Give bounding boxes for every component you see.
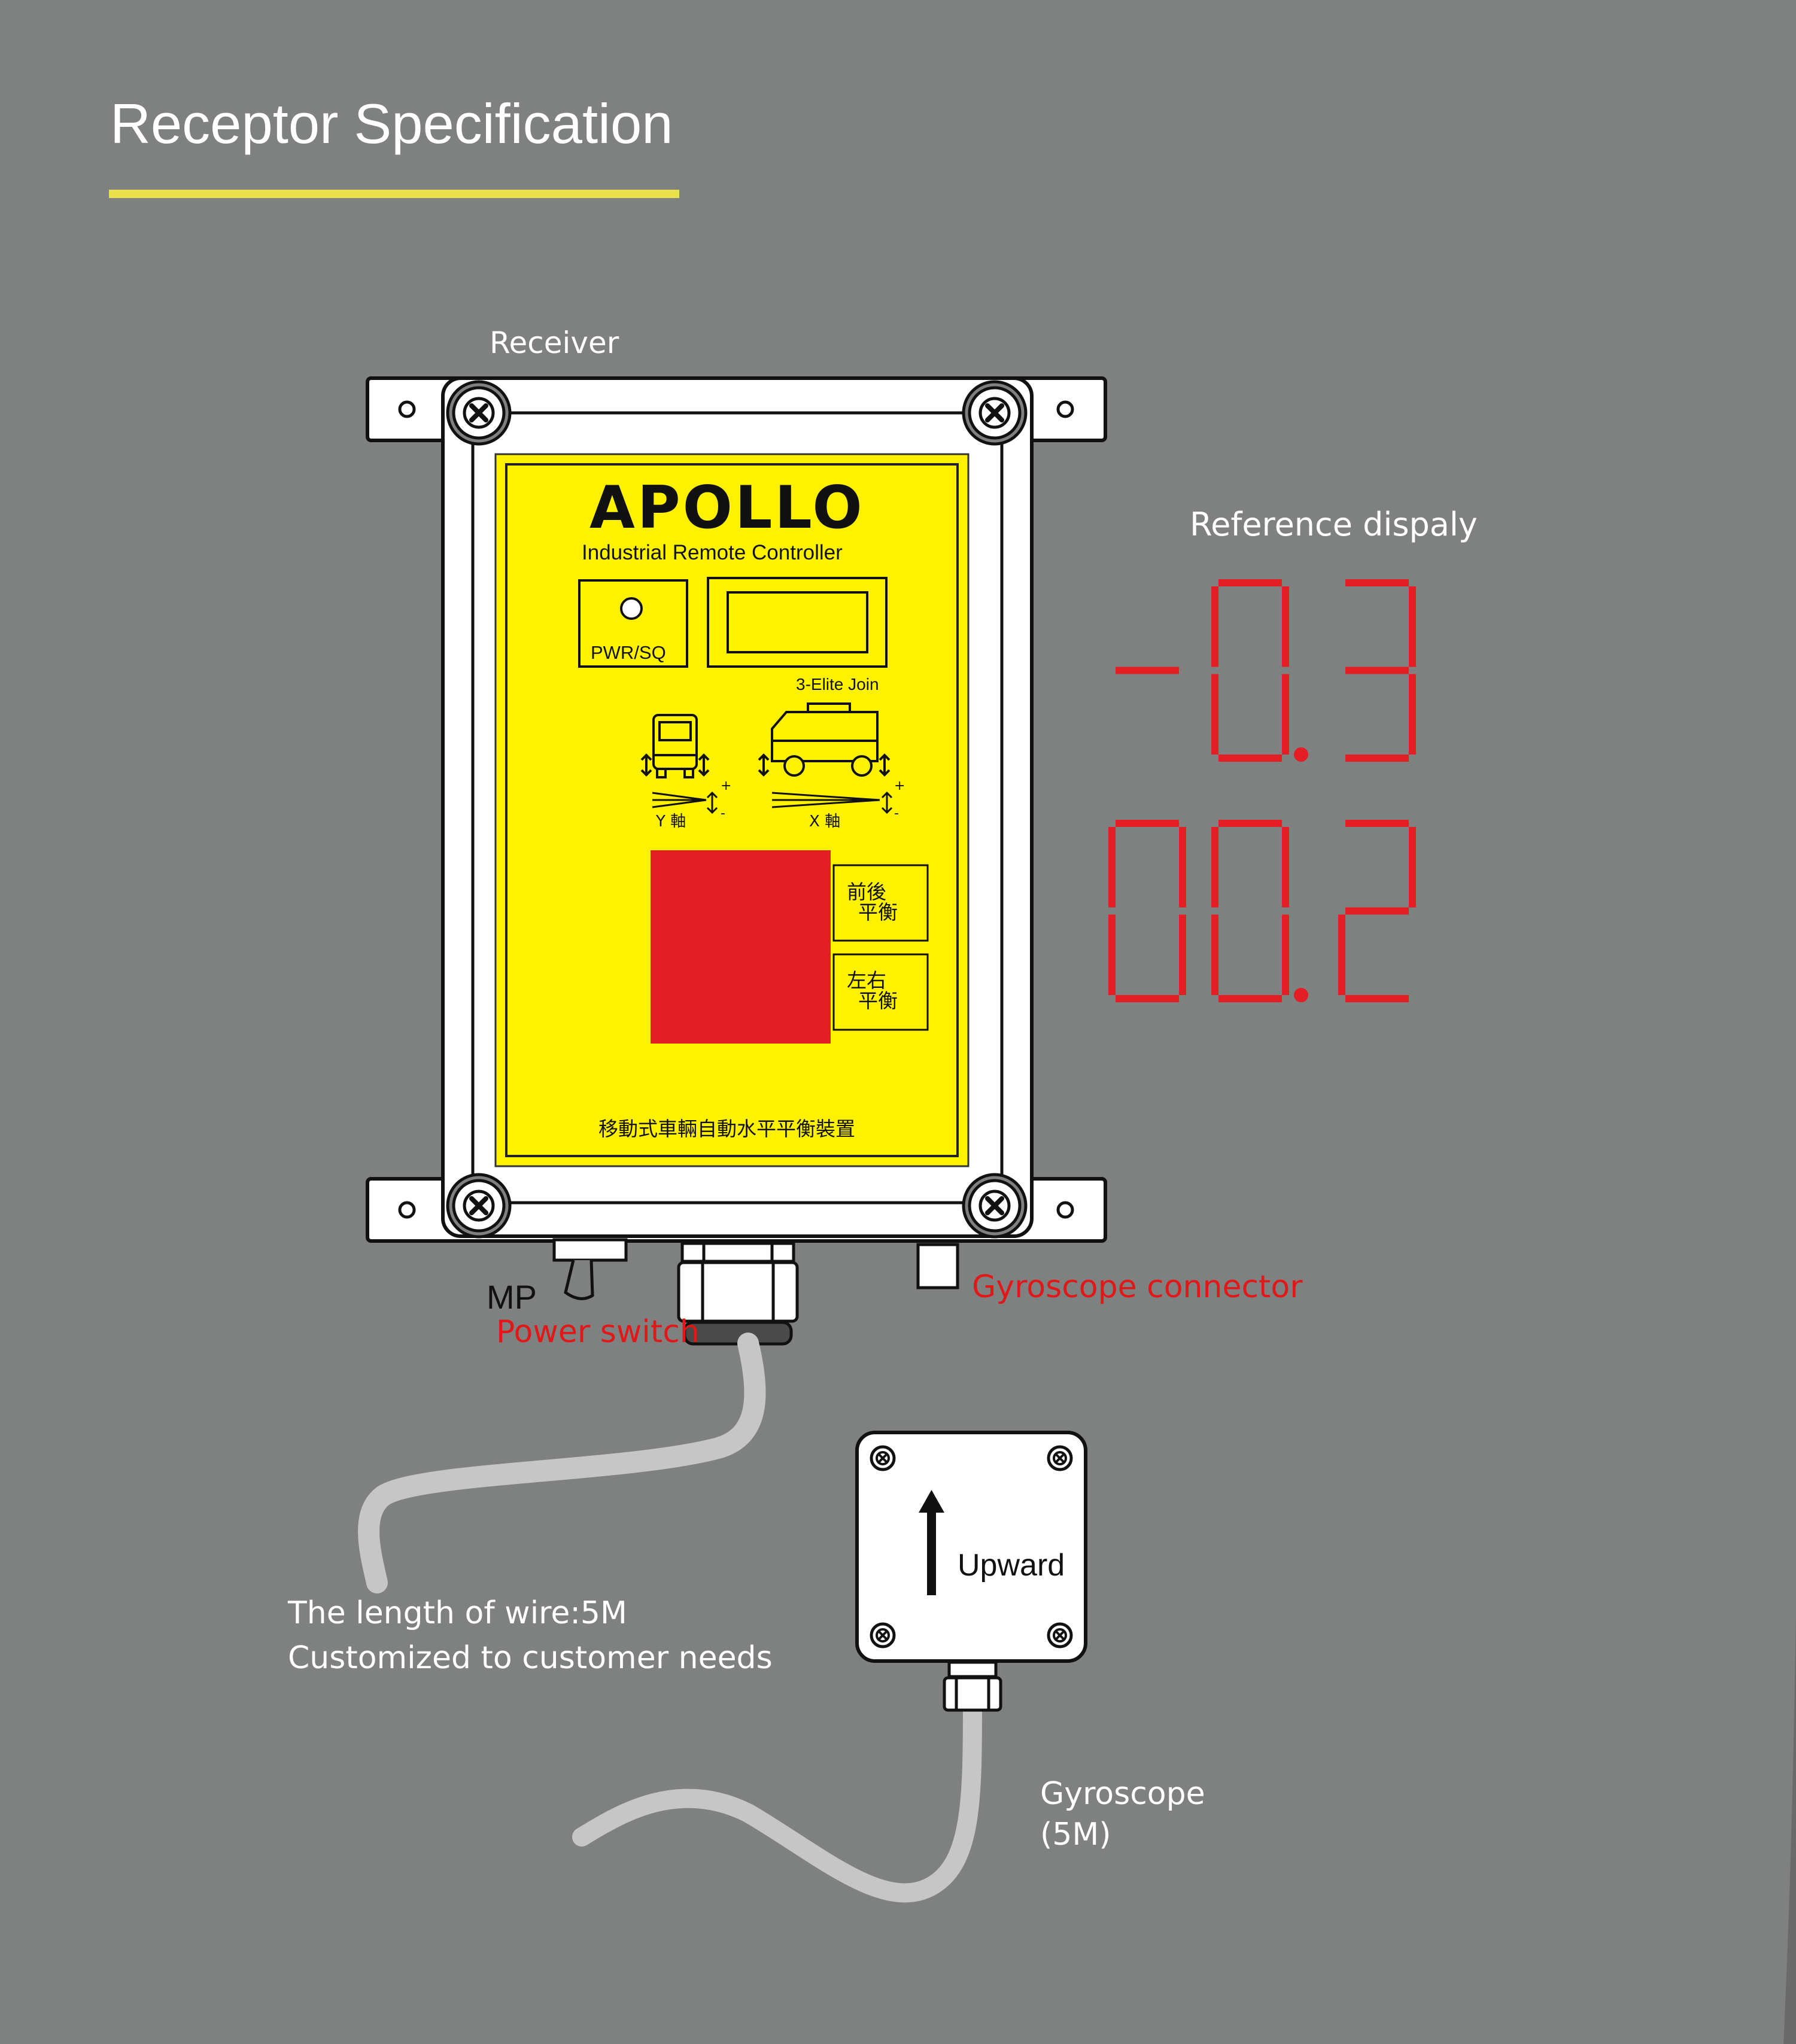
corner-shape xyxy=(1783,1616,1796,2044)
brand-logo: APOLLO xyxy=(589,474,865,542)
upward-label: Upward xyxy=(958,1548,1065,1583)
reference-display-digits xyxy=(1108,579,1416,1002)
model-label: 3-Elite Join xyxy=(796,675,879,694)
screw-icon xyxy=(1049,1624,1071,1647)
wire-length-line2: Customized to customer needs xyxy=(288,1640,773,1676)
digit-segment xyxy=(1179,827,1186,908)
reference-display-caption: Reference dispaly xyxy=(1190,506,1478,543)
digit-segment xyxy=(1409,827,1416,908)
gyroscope-connector[interactable] xyxy=(916,1243,959,1289)
gyroscope-wire xyxy=(572,1690,982,1903)
digit-segment xyxy=(1179,914,1186,995)
decimal-point xyxy=(1294,747,1308,762)
title-underline xyxy=(109,190,679,198)
svg-text:-: - xyxy=(894,806,899,821)
decimal-point xyxy=(1294,988,1308,1002)
brand-subtitle: Industrial Remote Controller xyxy=(582,541,843,564)
lcd-window xyxy=(707,577,888,668)
digit-segment xyxy=(1282,914,1289,995)
digit-segment xyxy=(1345,755,1409,762)
pwr-label: PWR/SQ xyxy=(591,642,666,663)
digit-segment xyxy=(1218,995,1282,1002)
truck-side-icon xyxy=(758,702,893,814)
power-switch-label: Power switch xyxy=(496,1314,700,1350)
digit-segment xyxy=(1345,907,1409,915)
digit-segment xyxy=(1345,667,1409,674)
receiver-caption: Receiver xyxy=(490,326,619,360)
wire-length-line1: The length of wire:5M xyxy=(288,1595,627,1631)
gyroscope-caption-2: (5M) xyxy=(1040,1817,1111,1853)
receiver-wire xyxy=(358,1333,766,1593)
digit-segment xyxy=(1211,674,1218,755)
digit-segment xyxy=(1116,995,1179,1002)
left-right-label-1: 左右 xyxy=(847,969,886,992)
x-axis-label: X 軸 xyxy=(809,813,841,831)
power-switch[interactable] xyxy=(552,1238,628,1300)
digit-segment xyxy=(1282,674,1289,755)
screw-icon xyxy=(871,1447,894,1470)
digit-segment xyxy=(1211,586,1218,667)
digit-segment xyxy=(1218,820,1282,827)
gyroscope-unit xyxy=(855,1431,1087,1712)
pwr-led xyxy=(620,597,643,620)
screw-icon xyxy=(964,382,1026,444)
digit-segment xyxy=(1211,914,1218,995)
gyroscope-connector-label: Gyroscope connector xyxy=(972,1269,1303,1305)
label-box-left-right xyxy=(832,953,929,1031)
digit-segment xyxy=(1282,827,1289,908)
page-title: Receptor Specification xyxy=(110,92,673,155)
digit-segment xyxy=(1108,914,1116,995)
label-box-front-back xyxy=(832,864,929,942)
cable-gland xyxy=(677,1242,799,1346)
digit-segment xyxy=(1282,586,1289,667)
svg-text:+: + xyxy=(721,778,731,793)
digit-segment xyxy=(1345,579,1409,586)
truck-front-icon xyxy=(640,714,718,814)
digit-segment xyxy=(1116,667,1179,674)
digit-segment xyxy=(1116,820,1179,827)
readout-panel xyxy=(651,850,831,1044)
screw-icon xyxy=(448,382,510,444)
screw-icon xyxy=(448,1175,510,1237)
svg-text:+: + xyxy=(894,778,905,793)
digit-segment xyxy=(1409,586,1416,667)
left-right-label-2: 平衡 xyxy=(858,989,898,1012)
y-axis-label: Y 軸 xyxy=(656,813,686,831)
screw-icon xyxy=(871,1624,894,1647)
panel-border xyxy=(505,463,959,1157)
screw-icon xyxy=(964,1175,1026,1237)
lcd-inner xyxy=(727,591,868,653)
digit-segment xyxy=(1338,914,1345,995)
digit-segment xyxy=(1218,755,1282,762)
receiver-unit: + - + - xyxy=(366,376,1107,1346)
pwr-box xyxy=(578,579,688,668)
svg-text:-: - xyxy=(721,806,725,821)
digit-segment xyxy=(1108,827,1116,908)
mp-label: MP xyxy=(487,1278,537,1316)
front-back-label-1: 前後 xyxy=(847,880,886,904)
gyroscope-caption-1: Gyroscope xyxy=(1040,1776,1205,1812)
digit-segment xyxy=(1345,820,1409,827)
device-name-label: 移動式車輛自動水平平衡裝置 xyxy=(598,1117,855,1140)
upward-arrow-icon xyxy=(919,1490,944,1595)
digit-segment xyxy=(1409,674,1416,755)
front-back-label-2: 平衡 xyxy=(858,901,898,924)
digit-segment xyxy=(1345,995,1409,1002)
gyroscope-gland xyxy=(943,1660,1002,1712)
digit-segment xyxy=(1211,827,1218,908)
digit-segment xyxy=(1218,579,1282,586)
screw-icon xyxy=(1049,1447,1071,1470)
